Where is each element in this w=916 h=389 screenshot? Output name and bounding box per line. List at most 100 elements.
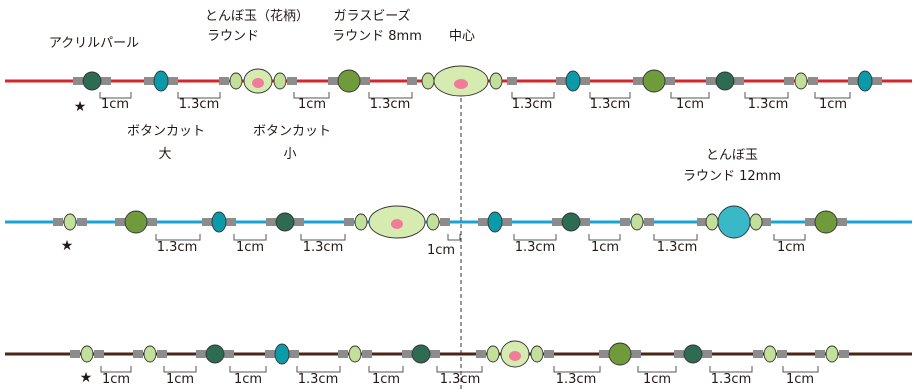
spacer-bead [734,77,744,85]
dim-label: 1cm [165,372,195,387]
spacer-bead [620,218,630,226]
dimension-bracket [296,366,341,373]
button-cut-large [211,211,227,233]
dimension-bracket [814,92,851,99]
dim-label: 1cm [776,240,806,255]
dimension-bracket [670,92,710,99]
spacer-bead [815,350,825,358]
button-cut-small [763,345,777,363]
dim-label: 1.3cm [156,240,198,255]
dim-label: 1.3cm [302,240,344,255]
button-cut-small [354,213,368,231]
spacer-bead [77,218,87,226]
dimension-bracket [511,92,555,99]
dimension-bracket [588,234,621,241]
spacer-bead [784,77,794,85]
spacer-bead [344,218,354,226]
button-cut-small [348,345,362,363]
label-center: 中心 [448,29,476,44]
button-cut-small [630,213,644,231]
spacer-bead [777,350,787,358]
dim-label: 1cm [642,372,672,387]
spacer-bead [53,218,63,226]
spacer-bead [805,218,815,226]
spacer-bead [633,77,643,85]
glass-bead-8mm [814,210,838,234]
dimension-bracket [709,366,753,373]
spacer-bead [674,350,684,358]
dimension-bracket [589,92,631,99]
spacer-bead [338,350,348,358]
dimension-bracket [436,366,483,373]
button-cut-small [530,345,544,363]
spacer-bead [478,218,488,226]
label-tombodama-flower-line1: とんぼ玉（花柄） [204,9,310,24]
spacer-bead [196,350,206,358]
dim-label: 1.3cm [297,372,339,387]
dark-green-pearl [82,71,102,91]
dim-label: 1.3cm [710,372,752,387]
glass-bead-8mm [608,342,632,366]
spacer-bead [761,218,771,226]
label-button-cut-small-line1: ボタンカット [252,124,332,139]
dimension-bracket [163,366,197,373]
label-tombodama-12-line2: ラウンド 12mm [682,169,782,184]
dim-label: 1cm [235,240,265,255]
spacer-bead [753,350,763,358]
glass-bead-8mm [642,69,666,93]
spacer-bead [407,77,417,85]
dim-label: 1.3cm [511,97,553,112]
dim-label: 1.3cm [369,97,411,112]
label-button-cut-large-line1: ボタンカット [126,124,206,139]
tombodama-12mm [717,205,751,239]
spacer-bead [476,350,486,358]
dark-green-pearl [715,71,735,91]
spacer-bead [837,218,847,226]
spacer-bead [94,350,104,358]
spacer-bead [507,77,517,85]
spacer-bead [502,218,512,226]
dimension-bracket [637,366,677,373]
dim-label: 1cm [785,372,815,387]
spacer-bead [702,350,712,358]
button-cut-large [857,70,873,92]
button-cut-small [421,72,435,90]
spacer-bead [157,350,167,358]
star-mark-strand2: ★ [60,238,74,254]
spacer-bead [402,350,412,358]
dimension-bracket [368,92,413,99]
spacer-bead [631,350,641,358]
label-acrylic-pearl: アクリルパール [48,36,140,51]
spacer-bead [580,77,590,85]
button-cut-small [705,213,719,231]
spacer-bead [706,77,716,85]
label-glass-beads-line1: ガラスビーズ [333,9,411,24]
spacer-bead [808,77,818,85]
dimension-bracket [177,92,221,99]
spacer-bead [147,218,157,226]
spacer-bead [133,350,143,358]
spacer-bead [556,77,566,85]
dim-label: 1cm [818,97,848,112]
dimension-bracket [782,366,819,373]
spacer-bead [144,77,154,85]
dimension-bracket [155,234,201,241]
dim-label: 1cm [675,97,705,112]
spacer-bead [168,77,178,85]
dark-green-pearl [561,212,581,232]
spacer-bead [202,218,212,226]
spacer-bead [362,350,372,358]
spacer-bead [219,77,229,85]
dimension-bracket [100,366,132,373]
spacer-bead [872,77,882,85]
button-cut-large [487,211,503,233]
dim-label: 1.3cm [747,97,789,112]
dim-label: 1.3cm [514,240,556,255]
label-tombodama-flower-line2: ラウンド [206,29,260,44]
spacer-bead [440,218,450,226]
label-button-cut-large-line2: 大 [158,147,172,162]
button-cut-small [273,72,287,90]
dim-label: 1cm [233,372,263,387]
label-button-cut-small-line2: 小 [283,147,297,162]
